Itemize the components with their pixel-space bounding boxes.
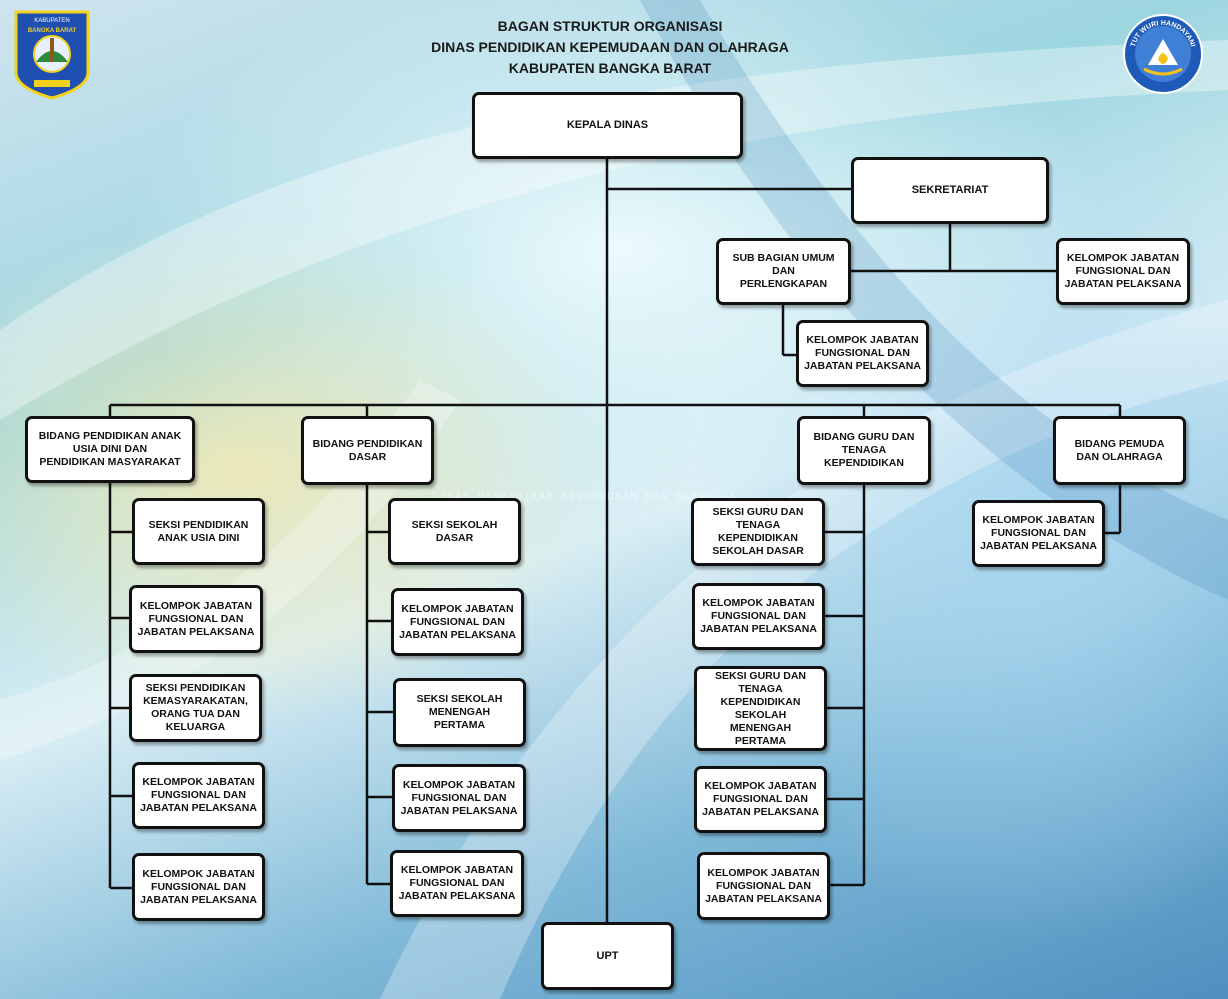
- tut-wuri-handayani-logo: TUT WURI HANDAYANI: [1122, 13, 1204, 95]
- seksi-sekolah-dasar-box[interactable]: SEKSI SEKOLAH DASAR: [388, 498, 521, 565]
- b2-kelompok-jabatan-2-box[interactable]: KELOMPOK JABATAN FUNGSIONAL DAN JABATAN …: [392, 764, 526, 832]
- sekretariat-box[interactable]: SEKRETARIAT: [851, 157, 1049, 224]
- b1-kelompok-jabatan-1-box[interactable]: KELOMPOK JABATAN FUNGSIONAL DAN JABATAN …: [129, 585, 263, 653]
- page-title: BAGAN STRUKTUR ORGANISASI DINAS PENDIDIK…: [380, 16, 840, 79]
- seksi-guru-smp-box[interactable]: SEKSI GURU DAN TENAGA KEPENDIDIKAN SEKOL…: [694, 666, 827, 751]
- sub-bagian-umum-box[interactable]: SUB BAGIAN UMUM DAN PERLENGKAPAN: [716, 238, 851, 305]
- b2-kelompok-jabatan-3-box[interactable]: KELOMPOK JABATAN FUNGSIONAL DAN JABATAN …: [390, 850, 524, 917]
- logo-ribbon-text: BANGKA BARAT: [28, 28, 77, 34]
- seksi-kemasyarakatan-box[interactable]: SEKSI PENDIDIKAN KEMASYARAKATAN, ORANG T…: [129, 674, 262, 742]
- bidang-paud-box[interactable]: BIDANG PENDIDIKAN ANAK USIA DINI DAN PEN…: [25, 416, 195, 483]
- title-line-3: KABUPATEN BANGKA BARAT: [508, 60, 712, 76]
- seksi-smp-box[interactable]: SEKSI SEKOLAH MENENGAH PERTAMA: [393, 678, 526, 747]
- b3-kelompok-jabatan-1-box[interactable]: KELOMPOK JABATAN FUNGSIONAL DAN JABATAN …: [692, 583, 825, 650]
- sekretariat-kelompok-jabatan-box[interactable]: KELOMPOK JABATAN FUNGSIONAL DAN JABATAN …: [1056, 238, 1190, 305]
- seksi-guru-sd-box[interactable]: SEKSI GURU DAN TENAGA KEPENDIDIKAN SEKOL…: [691, 498, 825, 566]
- b2-kelompok-jabatan-1-box[interactable]: KELOMPOK JABATAN FUNGSIONAL DAN JABATAN …: [391, 588, 524, 656]
- kepala-dinas-box[interactable]: KEPALA DINAS: [472, 92, 743, 159]
- b4-kelompok-jabatan-box[interactable]: KELOMPOK JABATAN FUNGSIONAL DAN JABATAN …: [972, 500, 1105, 567]
- title-line-1: BAGAN STRUKTUR ORGANISASI: [497, 18, 723, 34]
- bangka-barat-logo: KABUPATEN BANGKA BARAT: [14, 10, 90, 100]
- subbag-kelompok-jabatan-box[interactable]: KELOMPOK JABATAN FUNGSIONAL DAN JABATAN …: [796, 320, 929, 387]
- logo-top-text: KABUPATEN: [34, 18, 69, 24]
- b1-kelompok-jabatan-2-box[interactable]: KELOMPOK JABATAN FUNGSIONAL DAN JABATAN …: [132, 762, 265, 829]
- title-line-2: DINAS PENDIDIKAN KEPEMUDAAN DAN OLAHRAGA: [431, 39, 789, 55]
- b3-kelompok-jabatan-3-box[interactable]: KELOMPOK JABATAN FUNGSIONAL DAN JABATAN …: [697, 852, 830, 920]
- b1-kelompok-jabatan-3-box[interactable]: KELOMPOK JABATAN FUNGSIONAL DAN JABATAN …: [132, 853, 265, 921]
- bidang-pemuda-box[interactable]: BIDANG PEMUDA DAN OLAHRAGA: [1053, 416, 1186, 485]
- b3-kelompok-jabatan-2-box[interactable]: KELOMPOK JABATAN FUNGSIONAL DAN JABATAN …: [694, 766, 827, 833]
- bidang-pendidikan-dasar-box[interactable]: BIDANG PENDIDIKAN DASAR: [301, 416, 434, 485]
- seksi-paud-box[interactable]: SEKSI PENDIDIKAN ANAK USIA DINI: [132, 498, 265, 565]
- bidang-guru-box[interactable]: BIDANG GURU DAN TENAGA KEPENDIDIKAN: [797, 416, 931, 485]
- upt-box[interactable]: UPT: [541, 922, 674, 990]
